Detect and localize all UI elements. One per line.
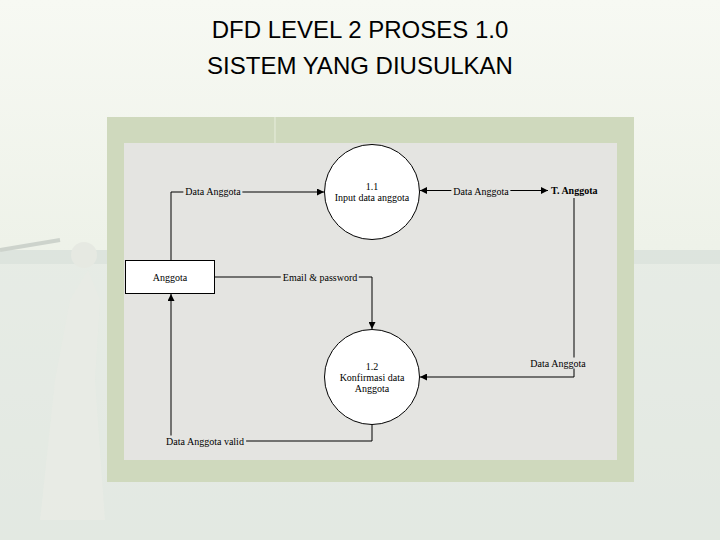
node-text: Input data anggota <box>335 192 409 203</box>
flow-label: Email & password <box>281 272 359 283</box>
process-circle: 1.1Input data anggota <box>324 144 420 240</box>
process-circle: 1.2Konfirmasi data Anggota <box>324 329 420 425</box>
slide-title: DFD LEVEL 2 PROSES 1.0 SISTEM YANG DIUSU… <box>170 12 550 84</box>
node-text: Anggota <box>153 272 187 283</box>
data-store: T. Anggota <box>548 183 601 198</box>
node-text: Konfirmasi data Anggota <box>334 372 410 394</box>
flow-label: Data Anggota <box>528 358 587 369</box>
flow-label: Data Anggota valid <box>164 436 246 447</box>
flow-label: Data Anggota <box>183 186 242 197</box>
data-flow <box>420 198 574 377</box>
data-flow <box>171 192 324 260</box>
external-entity: Anggota <box>125 260 215 294</box>
process-number: 1.1 <box>366 181 379 192</box>
data-flow <box>215 277 372 329</box>
flow-label: Data Anggota <box>451 186 510 197</box>
node-text: T. Anggota <box>551 185 598 196</box>
process-number: 1.2 <box>366 361 379 372</box>
